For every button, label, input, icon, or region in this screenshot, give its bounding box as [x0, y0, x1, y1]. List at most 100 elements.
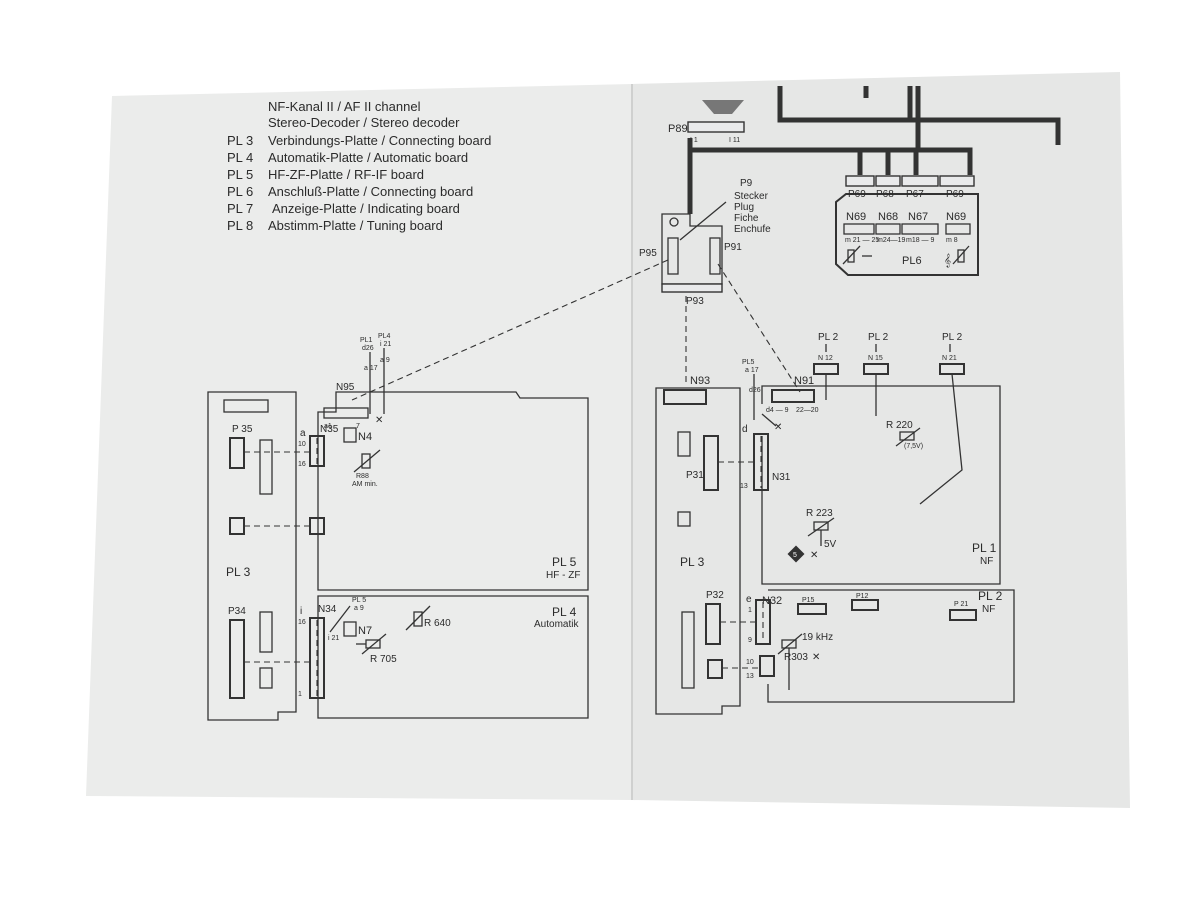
right-pl2-ref-2: PL 2	[868, 332, 889, 343]
right-pl3-slot-1	[677, 431, 691, 457]
pl1-label: PL 1	[972, 541, 997, 555]
pl6-pins-1: m 21 — 25	[845, 237, 879, 244]
right-pl3-outline	[655, 387, 741, 715]
legend-header-2: Stereo-Decoder / Stereo decoder	[268, 115, 460, 130]
n34-connector	[309, 617, 325, 699]
r88-sub: AM min.	[352, 481, 378, 488]
pl4-outline	[317, 595, 589, 719]
left-ref-i21: i 21	[380, 341, 391, 348]
left-p34-connector	[229, 619, 245, 699]
pl6-plug-4-box	[939, 175, 975, 187]
right-ref-a17: a 17	[745, 367, 759, 374]
pl6-plug-2-box	[875, 175, 901, 187]
right-pin-10: 10	[746, 659, 754, 666]
r220-trimmer	[895, 427, 921, 447]
pl6-label: PL6	[902, 255, 922, 267]
n95-pin-1: a1	[324, 423, 332, 430]
pl6-plug-1: P69	[848, 189, 866, 200]
p89-pin-1: I 1	[690, 137, 698, 144]
left-pin-a: a	[300, 428, 306, 439]
legend: NF-Kanal II / AF II channel Stereo-Decod…	[227, 99, 491, 233]
legend-code-pl5: PL 5	[227, 167, 253, 182]
p12-connector	[851, 599, 879, 611]
n91-label: N91	[794, 375, 814, 387]
pl6-socket-4-box	[945, 223, 971, 235]
p9-pointer	[679, 201, 727, 241]
right-pl3-slot-2	[677, 511, 691, 527]
pl6-plug-2: P68	[876, 189, 894, 200]
left-pl3-label: PL 3	[226, 565, 251, 579]
plug-p9: P9 Stecker Plug Fiche Enchufe P95 P91 P9…	[639, 178, 771, 307]
p95-label: P95	[639, 248, 657, 259]
right-pin-e: e	[746, 594, 752, 605]
p9-hole	[669, 217, 679, 227]
n21-label: N 21	[942, 355, 957, 362]
p91-label: P91	[724, 242, 742, 253]
freq-label: 19 kHz	[802, 632, 833, 643]
left-pl3-slot-2	[259, 611, 273, 653]
pl5-sub: HF - ZF	[546, 570, 580, 581]
p89-label: P89	[668, 123, 688, 135]
pl6-socket-3: N67	[908, 211, 928, 223]
pl6-socket-1: N69	[846, 211, 866, 223]
right-pl2-ref-1: PL 2	[818, 332, 839, 343]
right-pin-13: 13	[740, 483, 748, 490]
legend-text-pl5: HF-ZF-Platte / RF-IF board	[268, 167, 424, 182]
n95-pin-2: 7	[356, 423, 360, 430]
cable-harness	[687, 86, 1061, 214]
legend-code-pl6: PL 6	[227, 184, 253, 199]
p21-label: P 21	[954, 601, 968, 608]
legend-code-pl4: PL 4	[227, 150, 253, 165]
legend-text-pl6: Anschluß-Platte / Connecting board	[268, 184, 473, 199]
r303-trimmer	[777, 633, 803, 690]
right-ref-pl5: PL5	[742, 359, 755, 366]
left-pin-16: 16	[298, 461, 306, 468]
right-ref-cross-line	[761, 413, 777, 427]
pl6-outline	[835, 193, 979, 276]
n4-icon	[343, 427, 357, 443]
legend-text-pl3: Verbindungs-Platte / Connecting board	[268, 133, 491, 148]
pl6-pins-3: m18 — 9	[906, 237, 935, 244]
pl4-label: PL 4	[552, 605, 577, 619]
left-pin-1: 1	[298, 691, 302, 698]
legend-text-pl7: Anzeige-Platte / Indicating board	[272, 201, 460, 216]
right-pin-9: 9	[748, 637, 752, 644]
pl6-pins-2: m24—19	[877, 237, 906, 244]
p32-connector	[705, 603, 721, 645]
right-pl2-ref-3: PL 2	[942, 332, 963, 343]
pl5-outline	[317, 391, 589, 591]
n4-label: N4	[358, 431, 372, 443]
right-pin-1: 1	[748, 607, 752, 614]
left-ref-d26: d26	[362, 345, 374, 352]
p21-connector	[949, 609, 977, 621]
r223-trimmer	[807, 517, 835, 546]
pl6-pins-4: m 8	[946, 237, 958, 244]
n7-icon	[343, 621, 357, 637]
p89-pin-2: I 11	[729, 137, 740, 144]
right-pl3-slot-3	[681, 611, 695, 689]
p9-label: P9	[740, 178, 753, 189]
n31-label: N31	[772, 472, 791, 483]
pl6-socket-4: N69	[946, 211, 966, 223]
dash-p95-n95	[351, 259, 669, 401]
n93-label: N93	[690, 375, 710, 387]
n95-label: N95	[336, 382, 355, 393]
pl1-outline	[761, 385, 1001, 585]
n12-label: N 12	[818, 355, 833, 362]
left-pin-10: 10	[298, 441, 306, 448]
pl6-socket-2-box	[875, 223, 901, 235]
n15-label: N 15	[868, 355, 883, 362]
p9-line-3: Fiche	[734, 213, 759, 224]
left-p35-connector	[229, 437, 245, 469]
r220-sub: (7,5V)	[904, 443, 923, 450]
pl2-sub: NF	[982, 604, 995, 615]
pl2-outline	[767, 589, 1015, 703]
pl6-socket-3-box	[901, 223, 939, 235]
n91-pin-1: d4 — 9	[766, 407, 789, 414]
left-pl3-slot-1	[259, 439, 273, 495]
r303-label: R303	[784, 652, 808, 663]
left-ref-pl4: PL4	[378, 333, 391, 340]
left-pl3-slot-3	[259, 667, 273, 689]
p12-label: P12	[856, 593, 869, 600]
